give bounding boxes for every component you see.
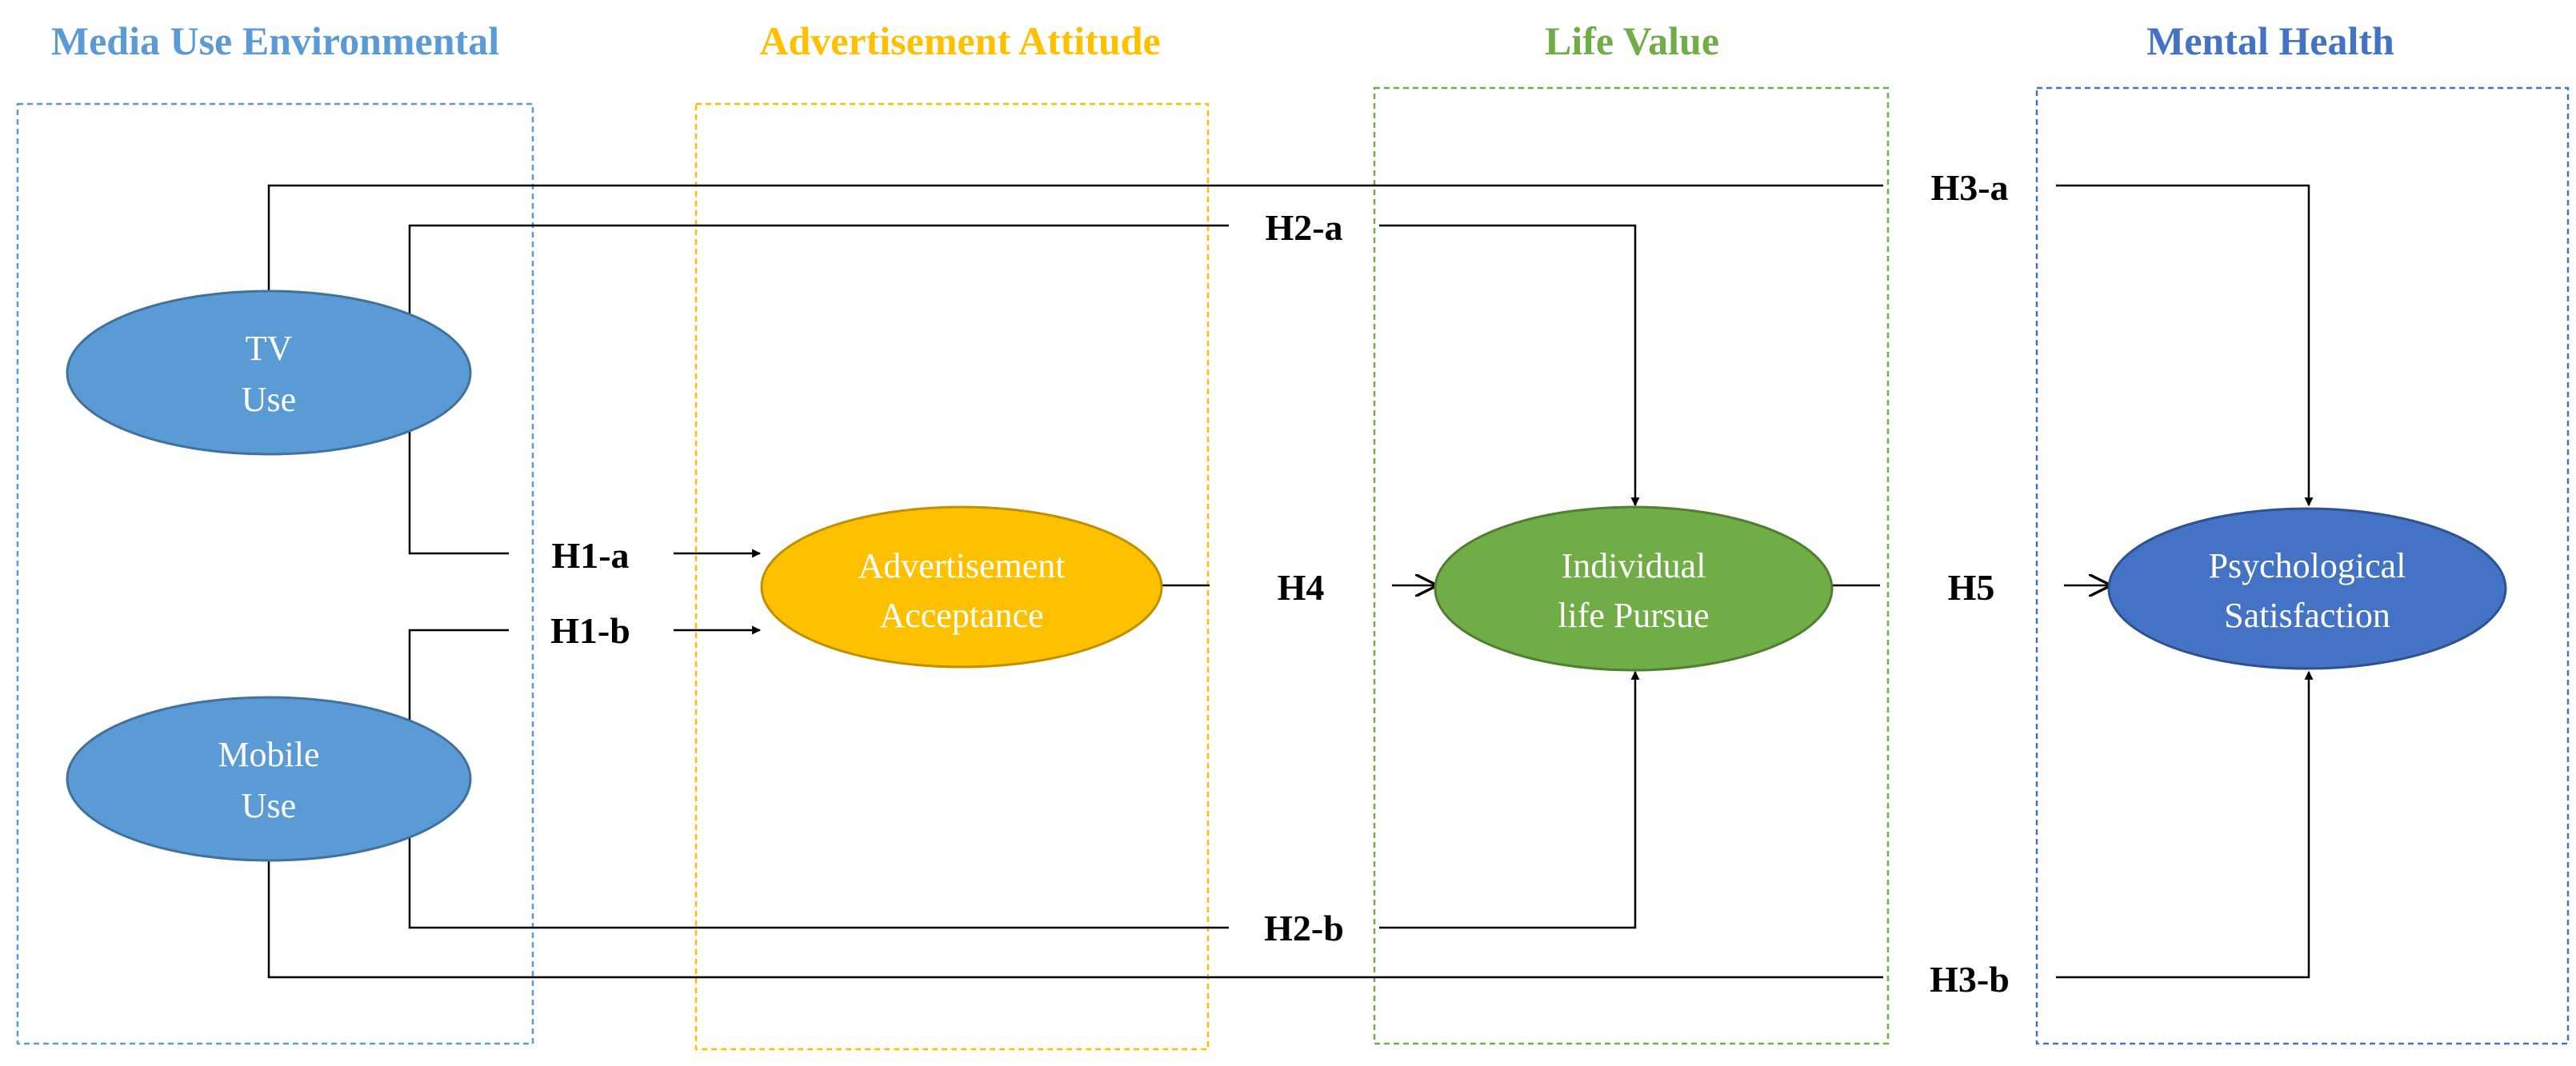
label-h4: H4 [1278,567,1325,608]
node-tv-use: TV Use [66,289,472,456]
path-h1a [408,432,509,555]
node-psych-line-2: Satisfaction [2224,596,2390,635]
label-h3b: H3-b [1930,959,2010,1000]
path-h3a [267,184,1883,313]
path-h2a [408,224,1229,352]
group-box-mental [2035,86,2570,1045]
node-tv-use-line-1: TV [246,329,293,368]
node-ad-line-2: Acceptance [879,596,1043,635]
path-h2a-end [1379,224,1640,507]
path-h3b [267,857,1883,979]
node-mobile-use: Mobile Use [66,696,472,862]
label-h3a: H3-a [1930,167,2008,208]
group-title-media: Media Use Environmental [51,18,499,63]
path-h1b [408,629,509,744]
path-h2b [408,832,1229,929]
node-ad-line-1: Advertisement [858,546,1065,585]
node-individual-life-pursue: Individual life Pursue [1434,505,1834,672]
node-tv-use-line-2: Use [242,380,296,419]
group-title-mental: Mental Health [2146,18,2394,63]
group-title-ad: Advertisement Attitude [759,18,1160,63]
label-h1b: H1-b [550,610,630,651]
node-life-line-2: life Pursue [1558,596,1709,635]
node-mobile-use-line-2: Use [242,786,296,825]
path-h2b-end [1379,670,1640,929]
group-title-life: Life Value [1545,18,1719,63]
node-psych-line-1: Psychological [2209,546,2406,585]
label-h5: H5 [1948,567,1995,608]
group-box-media [16,102,534,1045]
path-h3b-end [2056,670,2314,979]
label-h1a: H1-a [551,535,629,576]
group-box-ad [694,102,1210,1051]
node-life-line-1: Individual [1562,546,1706,585]
path-h3a-end [2056,184,2314,507]
node-mobile-use-line-1: Mobile [218,735,319,774]
node-psychological-satisfaction: Psychological Satisfaction [2107,507,2507,670]
label-h2b: H2-b [1264,908,1344,948]
label-h2a: H2-a [1265,207,1342,248]
group-box-life [1373,86,1890,1045]
node-advertisement-acceptance: Advertisement Acceptance [760,505,1163,669]
